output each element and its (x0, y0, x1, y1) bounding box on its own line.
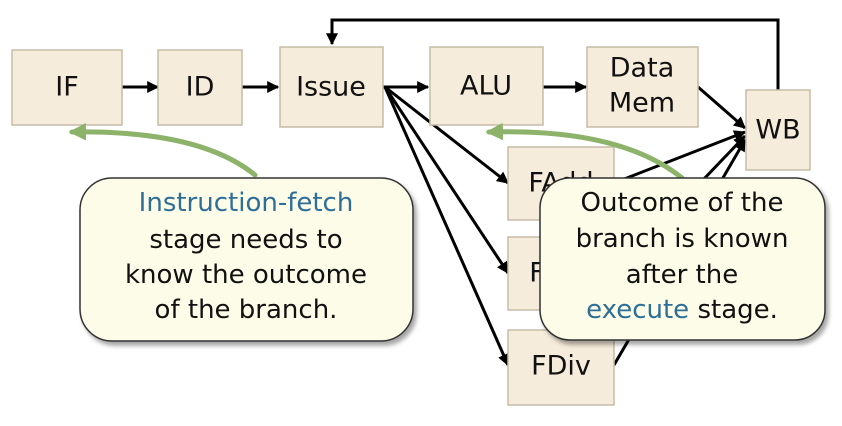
stage-datamem: Data Mem (586, 46, 699, 128)
arrow-issue-fmul (383, 86, 510, 275)
green-arrow-to-alu (485, 122, 685, 181)
arrow-wb-feedback (326, 18, 780, 90)
callout-right-highlight: execute (586, 295, 689, 325)
stage-alu-label: ALU (460, 71, 512, 102)
stage-datamem-label-1: Data (610, 53, 674, 84)
arrow-issue-fadd (384, 85, 509, 185)
stage-wb-label: WB (755, 115, 800, 146)
arrow-datamem-wb (697, 85, 746, 130)
stage-wb: WB (745, 89, 811, 171)
green-arrow-to-if (68, 123, 258, 178)
stage-fdiv: FDiv (507, 329, 615, 406)
stage-if-label: IF (55, 72, 79, 103)
stage-issue: Issue (279, 46, 384, 128)
stage-id: ID (157, 49, 243, 126)
callout-right-line-1: Outcome of the (581, 188, 784, 218)
callout-right-line-3: after the (626, 260, 738, 290)
callout-left-line-4: of the branch. (155, 295, 338, 325)
stage-fdiv-label: FDiv (531, 351, 591, 382)
stage-alu: ALU (429, 46, 544, 126)
stage-id-label: ID (186, 72, 215, 103)
callout-right: Outcome of the branch is known after the… (539, 177, 826, 341)
callout-right-line-2: branch is known (576, 224, 789, 254)
stage-issue-label: Issue (296, 72, 366, 103)
arrow-issue-fdiv (383, 86, 510, 367)
callout-left-line-3: know the outcome (125, 260, 367, 290)
arrow-fadd-wb (613, 130, 747, 185)
callout-right-line-4: execute stage. (586, 295, 778, 325)
stage-datamem-label-2: Mem (609, 88, 675, 119)
callout-left-line-1: Instruction-fetch (139, 188, 354, 218)
stage-if: IF (11, 49, 123, 126)
callout-left: Instruction-fetch stage needs to know th… (79, 177, 414, 342)
callout-right-line-4-rest: stage. (689, 295, 778, 325)
callout-left-line-2: stage needs to (149, 225, 342, 255)
